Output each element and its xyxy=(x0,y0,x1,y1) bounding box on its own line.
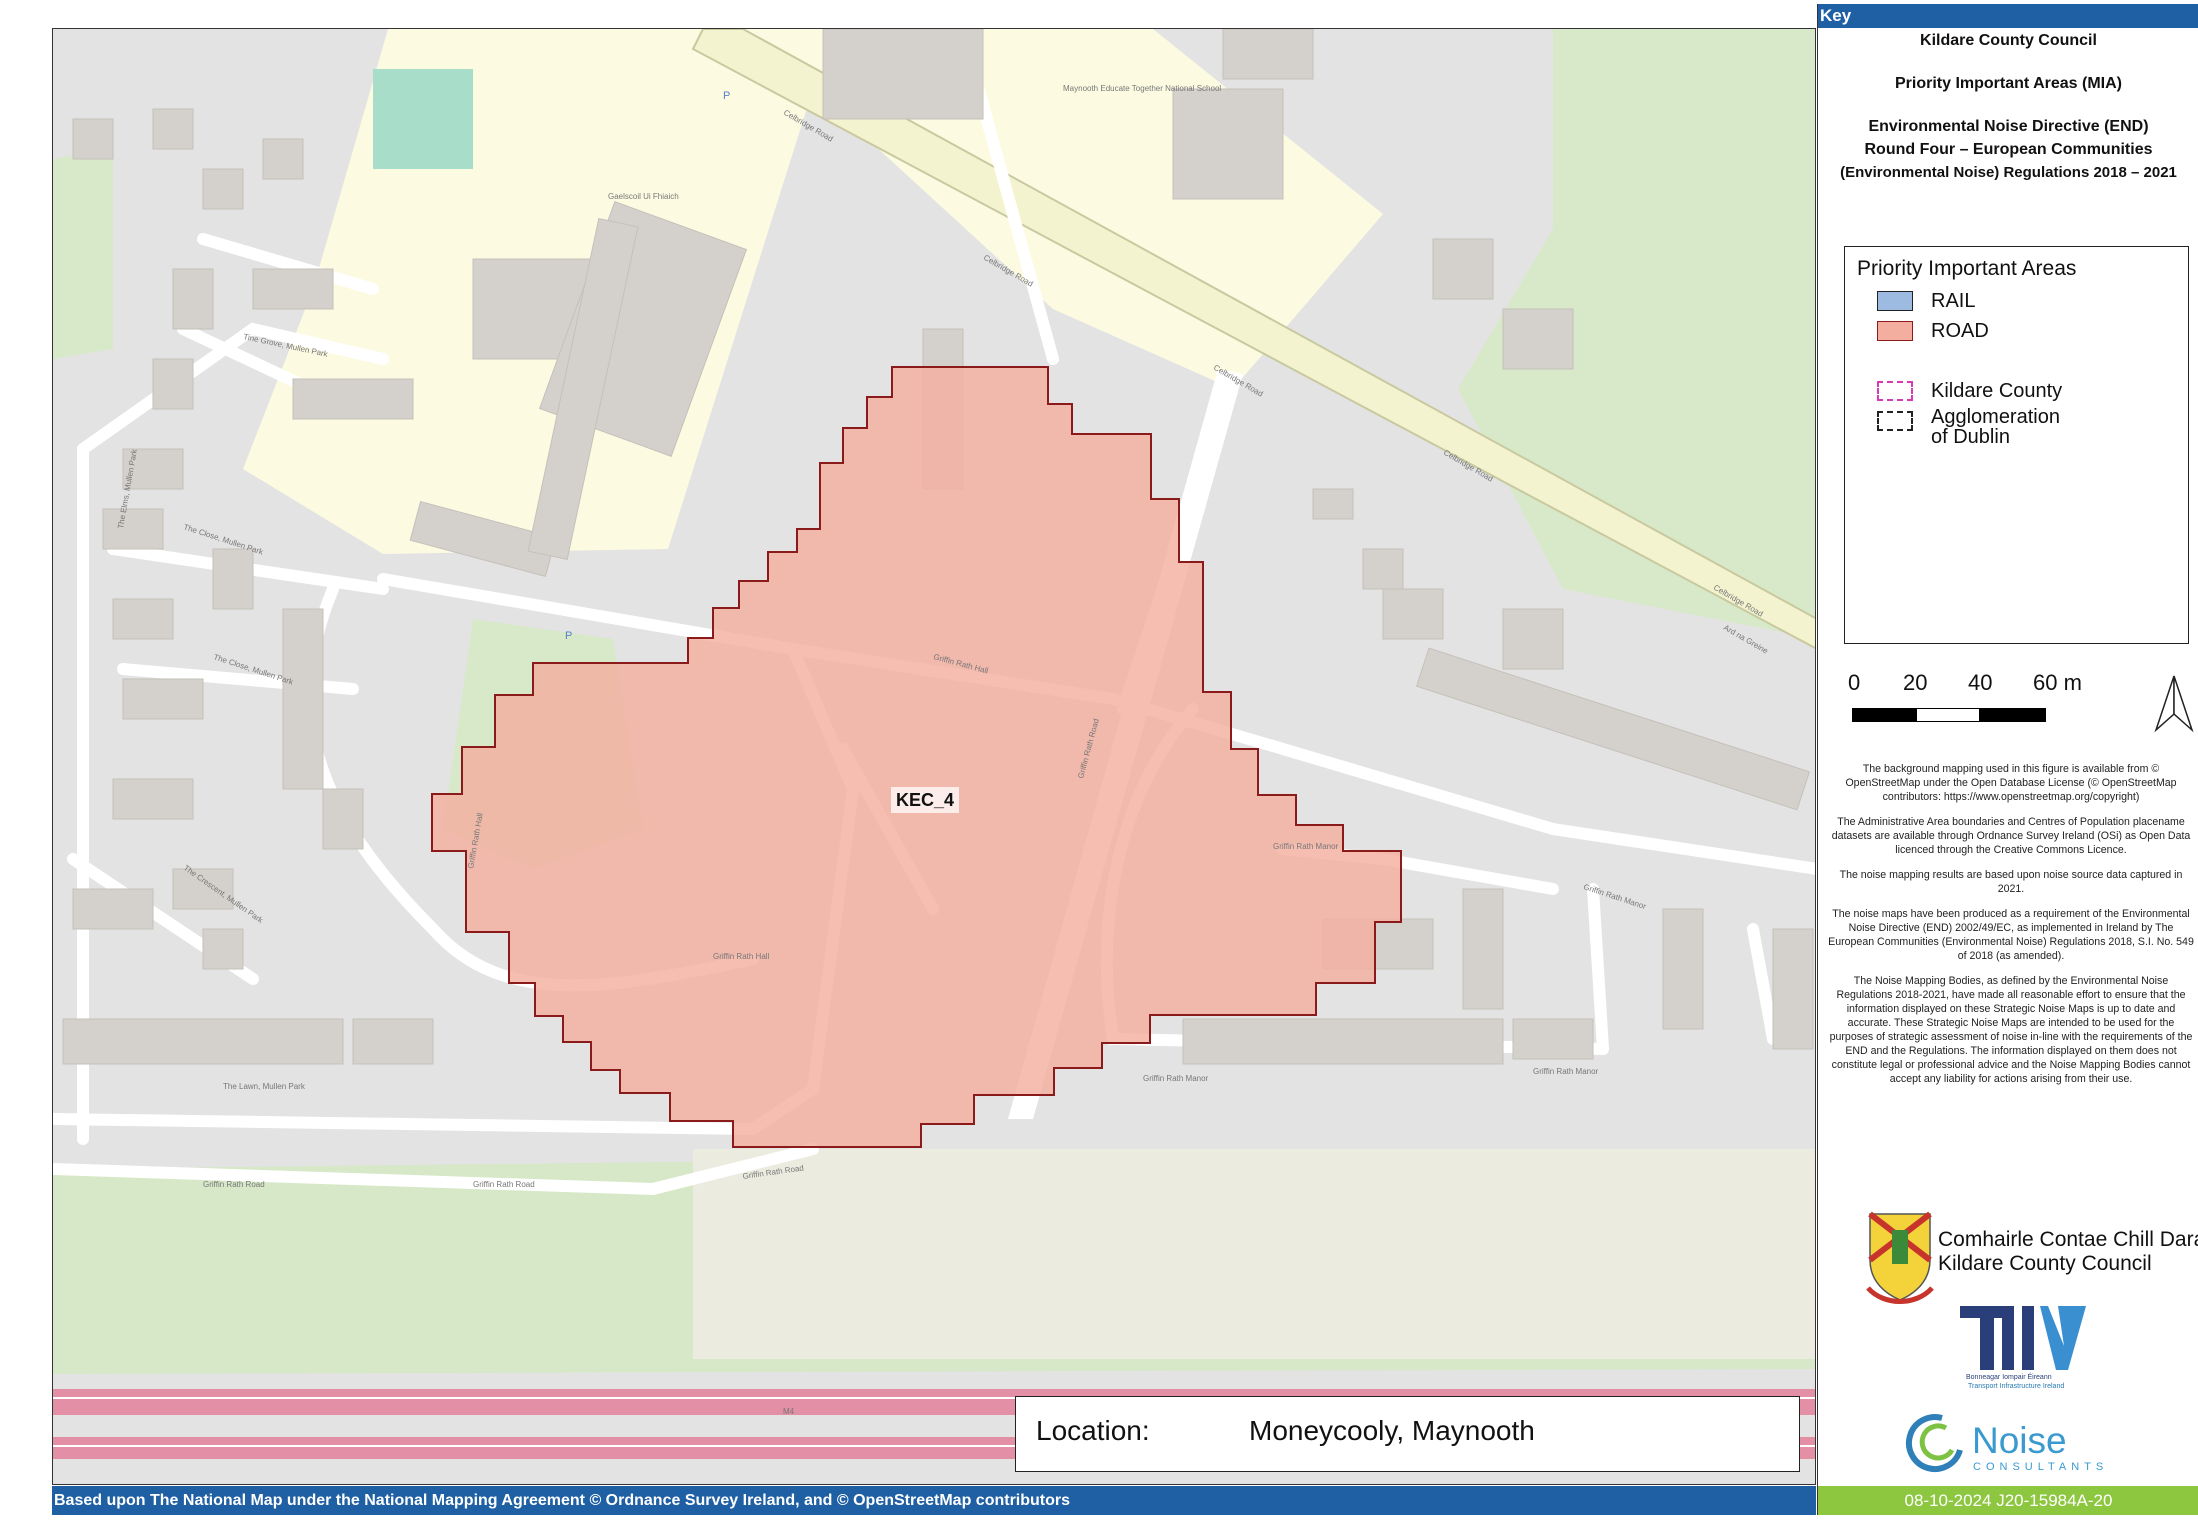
scale-bar: 0 20 40 60 m xyxy=(1818,664,2198,734)
school-label-educate-together: Maynooth Educate Together National Schoo… xyxy=(1063,84,1221,93)
legend-label-road: ROAD xyxy=(1931,320,1989,342)
scale-segment-2 xyxy=(1916,708,1980,722)
north-arrow-icon xyxy=(2154,675,2194,733)
location-box: Location: Moneycooly, Maynooth xyxy=(1015,1396,1800,1472)
scale-segment-1 xyxy=(1852,708,1916,722)
parking-label: P xyxy=(565,630,572,642)
road-label-griffin-manor-3: Griffin Rath Manor xyxy=(1533,1067,1599,1076)
kcc-name-irish: Comhairle Contae Chill Dara xyxy=(1938,1228,2198,1251)
open-land xyxy=(693,1149,1815,1359)
noise-consultants-sub: CONSULTANTS xyxy=(1973,1461,2109,1473)
location-value: Moneycooly, Maynooth xyxy=(1249,1415,1535,1446)
legend-swatch-kildare xyxy=(1877,381,1913,401)
parking-label-2: P xyxy=(723,90,730,102)
note-osi: The Administrative Area boundaries and C… xyxy=(1831,816,2191,856)
scale-tick-60: 60 m xyxy=(2033,670,2082,695)
document-reference: 08-10-2024 J20-15984A-20 xyxy=(1818,1486,2198,1515)
scale-segment-3 xyxy=(1980,708,2046,722)
green-strip-west xyxy=(53,149,113,359)
legend-label-rail: RAIL xyxy=(1931,290,1976,312)
noise-consultants-word: Noise xyxy=(1972,1420,2067,1461)
note-osm: The background mapping used in this figu… xyxy=(1845,763,2177,803)
scale-tick-20: 20 xyxy=(1903,670,1928,695)
road-label-griffin-road-2: Griffin Rath Road xyxy=(473,1180,535,1189)
road-label-griffin-manor-1: Griffin Rath Manor xyxy=(1273,842,1339,851)
legend-swatch-agglomeration xyxy=(1877,411,1913,431)
road-priority-area[interactable] xyxy=(431,366,1402,1148)
note-directive: The noise maps have been produced as a r… xyxy=(1828,908,2194,962)
legend-label-dublin: of Dublin xyxy=(1931,426,2010,448)
tii-name-irish: Bonneagar Iompair Éireann xyxy=(1966,1374,2052,1381)
area-label: KEC_4 xyxy=(896,790,954,810)
sports-pitch xyxy=(373,69,473,169)
key-panel: Key Kildare County Council Priority Impo… xyxy=(1817,4,2198,1515)
location-label: Location: xyxy=(1036,1415,1150,1446)
key-header: Key xyxy=(1818,4,2198,28)
road-label-griffin-hall-2: Griffin Rath Hall xyxy=(713,952,770,961)
road-label-griffin-road-1: Griffin Rath Road xyxy=(203,1180,265,1189)
school-label-gaelscoil: Gaelscoil Ui Fhiaich xyxy=(608,192,679,201)
legend-swatch-road xyxy=(1877,321,1913,341)
road-label-griffin-manor-2: Griffin Rath Manor xyxy=(1143,1074,1209,1083)
key-title-end: Environmental Noise Directive (END) xyxy=(1868,118,2149,135)
key-title-council: Kildare County Council xyxy=(1920,32,2097,49)
legend-label-kildare: Kildare County xyxy=(1931,380,2063,402)
tii-name-english: Transport Infrastructure Ireland xyxy=(1968,1383,2065,1390)
notes: The background mapping used in this figu… xyxy=(1826,762,2196,1097)
celbridge-road xyxy=(691,29,1815,650)
scale-tick-40: 40 xyxy=(1968,670,1993,695)
road-label-m4: M4 xyxy=(783,1407,795,1416)
area-label-bg xyxy=(891,787,959,813)
key-title-mia: Priority Important Areas (MIA) xyxy=(1895,75,2122,92)
map-view[interactable]: Celbridge Road Celbridge Road Celbridge … xyxy=(52,28,1816,1485)
m4-lane-line-north xyxy=(53,1397,1815,1399)
legend-label-agglomeration: Agglomeration xyxy=(1931,406,2060,428)
kcc-name-english: Kildare County Council xyxy=(1938,1252,2152,1275)
map-attribution: Based upon The National Map under the Na… xyxy=(52,1486,1816,1515)
note-data: The noise mapping results are based upon… xyxy=(1839,869,2183,895)
scale-tick-0: 0 xyxy=(1848,670,1861,695)
legend-swatch-rail xyxy=(1877,291,1913,311)
note-disclaimer: The Noise Mapping Bodies, as defined by … xyxy=(1829,975,2193,1085)
legend: Priority Important Areas RAIL ROAD Kilda… xyxy=(1844,246,2189,644)
kildare-crest-icon xyxy=(1866,1211,1934,1304)
road-label-lawn: The Lawn, Mullen Park xyxy=(223,1082,306,1091)
noise-consultants-logo-icon xyxy=(1905,1414,1963,1473)
legend-title: Priority Important Areas xyxy=(1857,257,2077,280)
key-title-round: Round Four – European Communities xyxy=(1864,141,2153,158)
key-title-regs: (Environmental Noise) Regulations 2018 –… xyxy=(1840,164,2177,181)
tii-logo-icon xyxy=(1960,1306,2086,1370)
basemap: Celbridge Road Celbridge Road Celbridge … xyxy=(53,29,1815,1484)
m4-lane-line-south xyxy=(53,1445,1815,1447)
